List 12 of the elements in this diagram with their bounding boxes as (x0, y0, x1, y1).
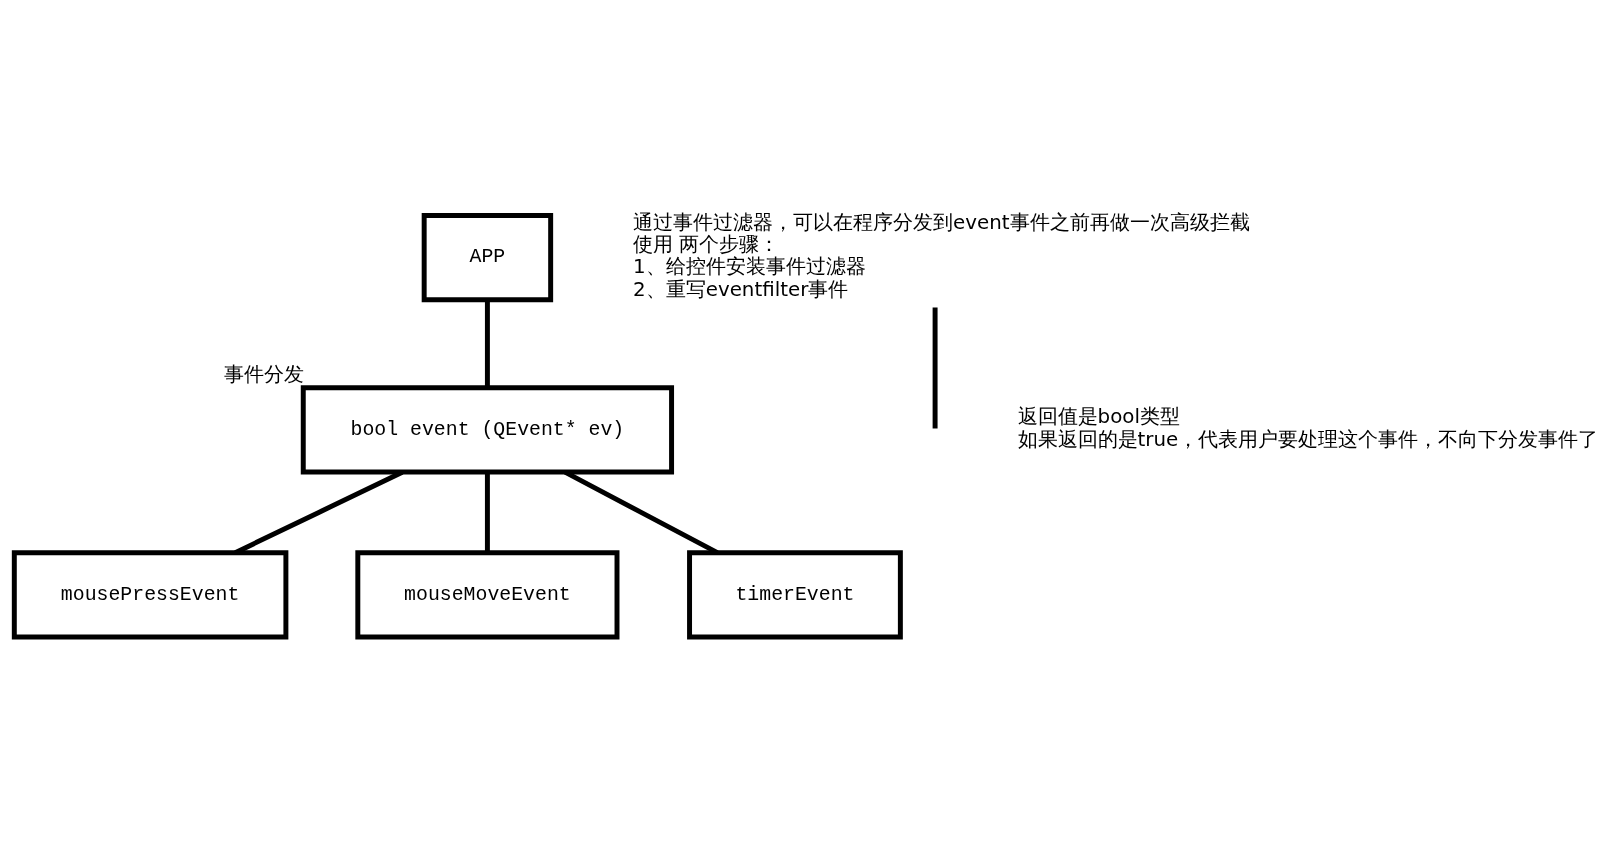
node-box: bool event (QEvent* ev) (300, 384, 675, 475)
connector (484, 471, 490, 553)
node-box: mousePressEvent (11, 549, 289, 639)
node-box: timerEvent (687, 549, 903, 639)
node-text: 通过事件过滤器，可以在程序分发到event事件之前再做一次高级拦截 使用 两个步骤： 1、给控件安装事件过滤器 2、重写eventfilter事件 (633, 210, 1250, 301)
connector (484, 299, 490, 387)
node-label: 事件分发 (223, 363, 304, 387)
node-box: APP (421, 212, 554, 302)
label: 返回值是bool类型 (1017, 404, 1180, 428)
label: 如果返回的是true，代表用户要处理这个事件，不向下分发事件了 (1017, 427, 1599, 451)
node-box: mouseMoveEvent (355, 549, 620, 639)
connector (932, 307, 938, 428)
